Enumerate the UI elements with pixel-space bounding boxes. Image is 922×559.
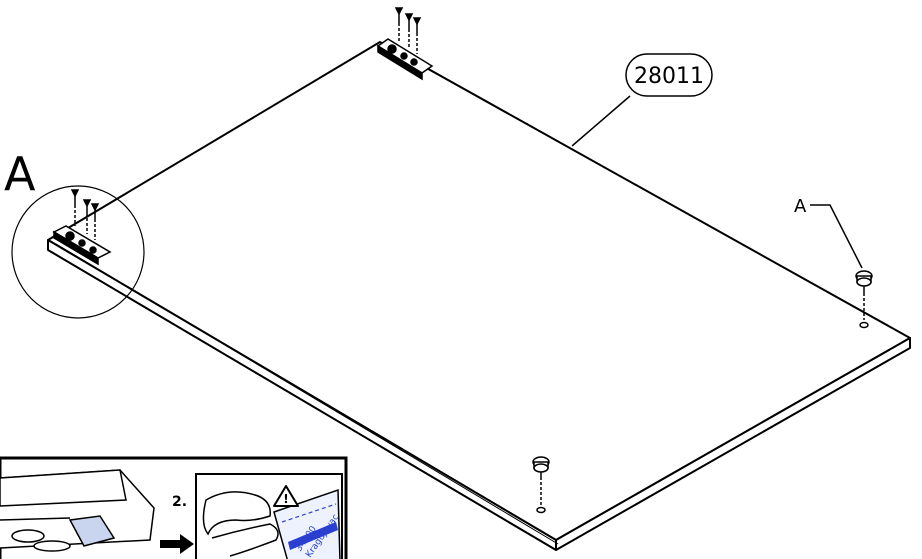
screws-top bbox=[394, 7, 422, 54]
callout-letter-big: A bbox=[4, 147, 36, 201]
part-number-callout: 28011 bbox=[571, 53, 713, 147]
screws-left bbox=[70, 189, 100, 240]
panel-board bbox=[47, 41, 911, 551]
detail-circle-A bbox=[11, 185, 145, 319]
hinge-plate-top bbox=[376, 38, 434, 81]
callout-letter-small: A bbox=[794, 196, 807, 217]
warning-symbol: ! bbox=[283, 492, 288, 506]
step-label: 2. bbox=[172, 494, 187, 510]
hand-sketch bbox=[202, 491, 271, 536]
instruction-inset: 2. 34000 Kragujevac ! bbox=[0, 456, 348, 559]
leveling-foot-bottom bbox=[532, 456, 550, 514]
arrow-icon bbox=[160, 534, 194, 554]
foot-callout: A bbox=[794, 196, 863, 269]
part-number-label: 28011 bbox=[634, 64, 704, 89]
hinge-plate-left bbox=[52, 225, 112, 266]
inset-box-sketch bbox=[0, 469, 155, 552]
warning-icon: ! bbox=[273, 485, 299, 507]
leveling-foot-right bbox=[855, 270, 873, 329]
